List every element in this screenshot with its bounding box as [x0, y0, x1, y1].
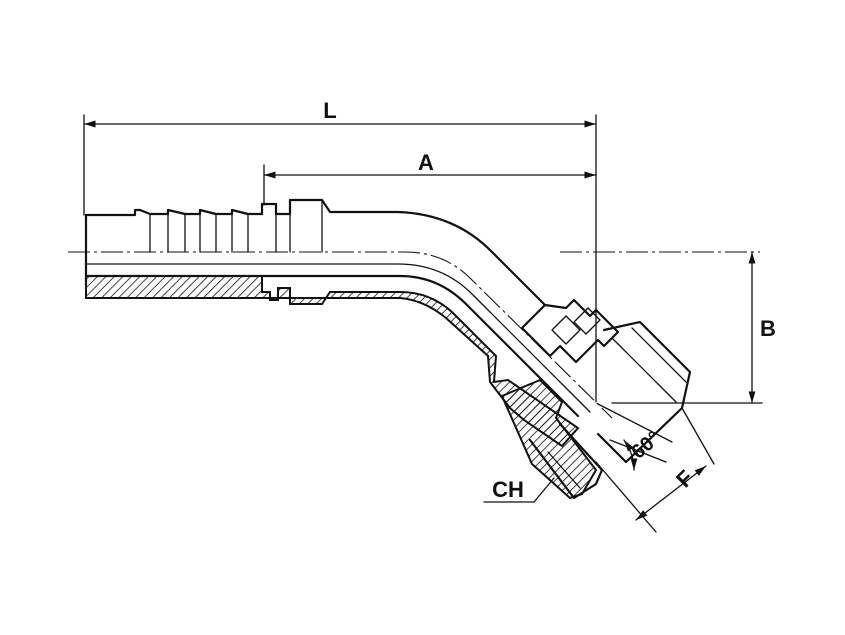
fitting-body-outline: [84, 198, 692, 464]
label-L: L: [323, 98, 336, 123]
dimension-L: L: [83, 98, 597, 403]
label-F: F: [671, 465, 698, 492]
dimension-F: F: [595, 407, 715, 533]
angle-60: 60°: [597, 403, 673, 471]
dimension-A: A: [263, 150, 597, 206]
label-CH: CH: [492, 477, 524, 502]
label-B: B: [760, 316, 776, 341]
leader-CH: CH: [483, 477, 555, 503]
label-A: A: [418, 150, 434, 175]
centerline: [68, 251, 760, 419]
dimension-B: B: [611, 251, 776, 404]
section-hatched: [84, 263, 604, 500]
